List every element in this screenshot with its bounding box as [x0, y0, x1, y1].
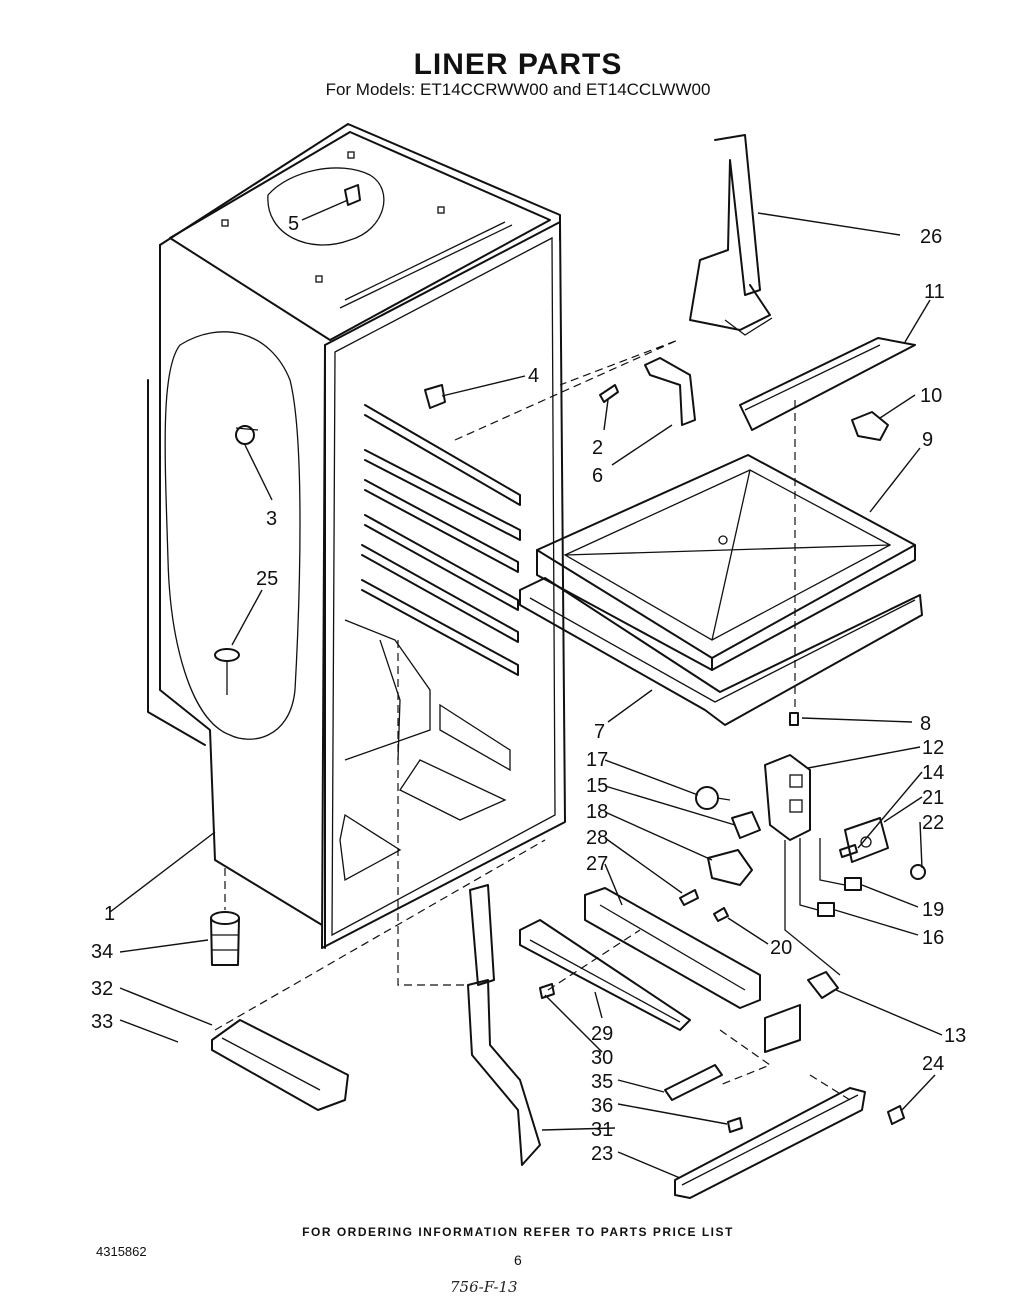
part-6-bracket: [644, 357, 696, 426]
part-13-connector: [807, 971, 839, 999]
guide-dash-upper: [454, 339, 679, 441]
callout-15: 15: [586, 775, 608, 797]
part-32-rail-bracket: [211, 1019, 349, 1111]
model-subtitle: For Models: ET14CCRWW00 and ET14CCLWW00: [325, 80, 711, 99]
part-17-bulb: [695, 786, 731, 810]
part-25-fitting: [214, 648, 240, 695]
callout-25: 25: [256, 568, 278, 590]
leader-lines: [109, 199, 943, 1179]
part-2-pin: [599, 384, 619, 403]
guide-dash-31: [397, 640, 470, 986]
wire-19: [819, 838, 846, 886]
part-4-bracket: [424, 384, 446, 409]
callout-19: 19: [922, 899, 944, 921]
part-10-cap: [851, 411, 889, 441]
callout-34: 34: [91, 941, 113, 963]
part-5-clip: [344, 184, 361, 206]
callout-4: 4: [528, 365, 539, 387]
callout-5: 5: [288, 213, 299, 235]
part-16-switch: [817, 902, 835, 917]
callout-9: 9: [922, 429, 933, 451]
callout-12: 12: [922, 737, 944, 759]
callout-30: 30: [591, 1047, 613, 1069]
part-24-screw: [887, 1105, 905, 1125]
callout-33: 33: [91, 1011, 113, 1033]
cabinet-liner-part: [147, 123, 566, 949]
callout-10: 10: [920, 385, 942, 407]
guide-dash-30: [547, 929, 641, 991]
page-number: 6: [514, 1252, 522, 1268]
part-12-light-housing: [764, 754, 811, 841]
part-29-drain-trough: [519, 919, 691, 1031]
part-31-vertical-duct: [467, 884, 541, 1166]
handwritten-note: 756-F-13: [450, 1278, 518, 1296]
part-9-shelf-frame: [536, 454, 916, 671]
part-3-thermostat: [235, 425, 259, 445]
callout-29: 29: [591, 1023, 613, 1045]
callout-17: 17: [586, 749, 608, 771]
callout-labels: 5 4 3 25 1 34 32 33 26 11 10 9 2 6 7 8 1…: [91, 213, 966, 1165]
callout-27: 27: [586, 853, 608, 875]
callout-11: 11: [924, 281, 945, 303]
wire-13: [784, 840, 841, 976]
callout-36: 36: [591, 1095, 613, 1117]
callout-14: 14: [922, 762, 944, 784]
callout-13: 13: [944, 1025, 966, 1047]
callout-28: 28: [586, 827, 608, 849]
part-26-air-duct: [689, 134, 773, 336]
callout-6: 6: [592, 465, 603, 487]
part-11-trim-strip: [739, 337, 916, 431]
guide-dash-lower: [719, 1029, 772, 1086]
callout-3: 3: [266, 508, 277, 530]
callout-2: 2: [592, 437, 603, 459]
part-14-screw: [839, 844, 858, 858]
callout-23: 23: [591, 1143, 613, 1165]
callout-20: 20: [770, 937, 792, 959]
part-15-socket: [731, 811, 761, 839]
part-panel-13: [764, 1004, 801, 1053]
callout-21: 21: [922, 787, 944, 809]
part-27-trim-channel: [584, 887, 761, 1009]
callout-24: 24: [922, 1053, 944, 1075]
callout-18: 18: [586, 801, 608, 823]
part-7-shelf-tray: [519, 577, 923, 726]
part-22-knob: [910, 864, 926, 880]
guide-dash-23: [809, 1074, 851, 1101]
callout-7: 7: [594, 721, 605, 743]
part-21-switch-box: [844, 817, 889, 863]
part-34-leveling-leg: [210, 868, 240, 966]
part-30-screw: [539, 983, 555, 999]
ordering-note: FOR ORDERING INFORMATION REFER TO PARTS …: [302, 1225, 734, 1239]
part-36-screw: [727, 1117, 743, 1133]
part-35-bracket: [664, 1064, 723, 1101]
part-8-screw: [789, 400, 799, 726]
guide-dash-32: [214, 839, 546, 1031]
part-18-shade: [707, 849, 753, 886]
wire-16: [799, 838, 819, 911]
callout-22: 22: [922, 812, 944, 834]
callout-26: 26: [920, 226, 942, 248]
callout-1: 1: [104, 903, 115, 925]
callout-32: 32: [91, 978, 113, 1000]
document-number: 4315862: [96, 1244, 147, 1259]
part-23-grille-rail: [674, 1087, 866, 1199]
part-20-screw: [713, 907, 729, 922]
callout-16: 16: [922, 927, 944, 949]
part-28-screw: [679, 889, 699, 906]
part-19-switch: [844, 877, 862, 891]
callout-8: 8: [920, 713, 931, 735]
page-title: LINER PARTS: [413, 48, 623, 81]
callout-35: 35: [591, 1071, 613, 1093]
callout-31: 31: [591, 1119, 613, 1141]
